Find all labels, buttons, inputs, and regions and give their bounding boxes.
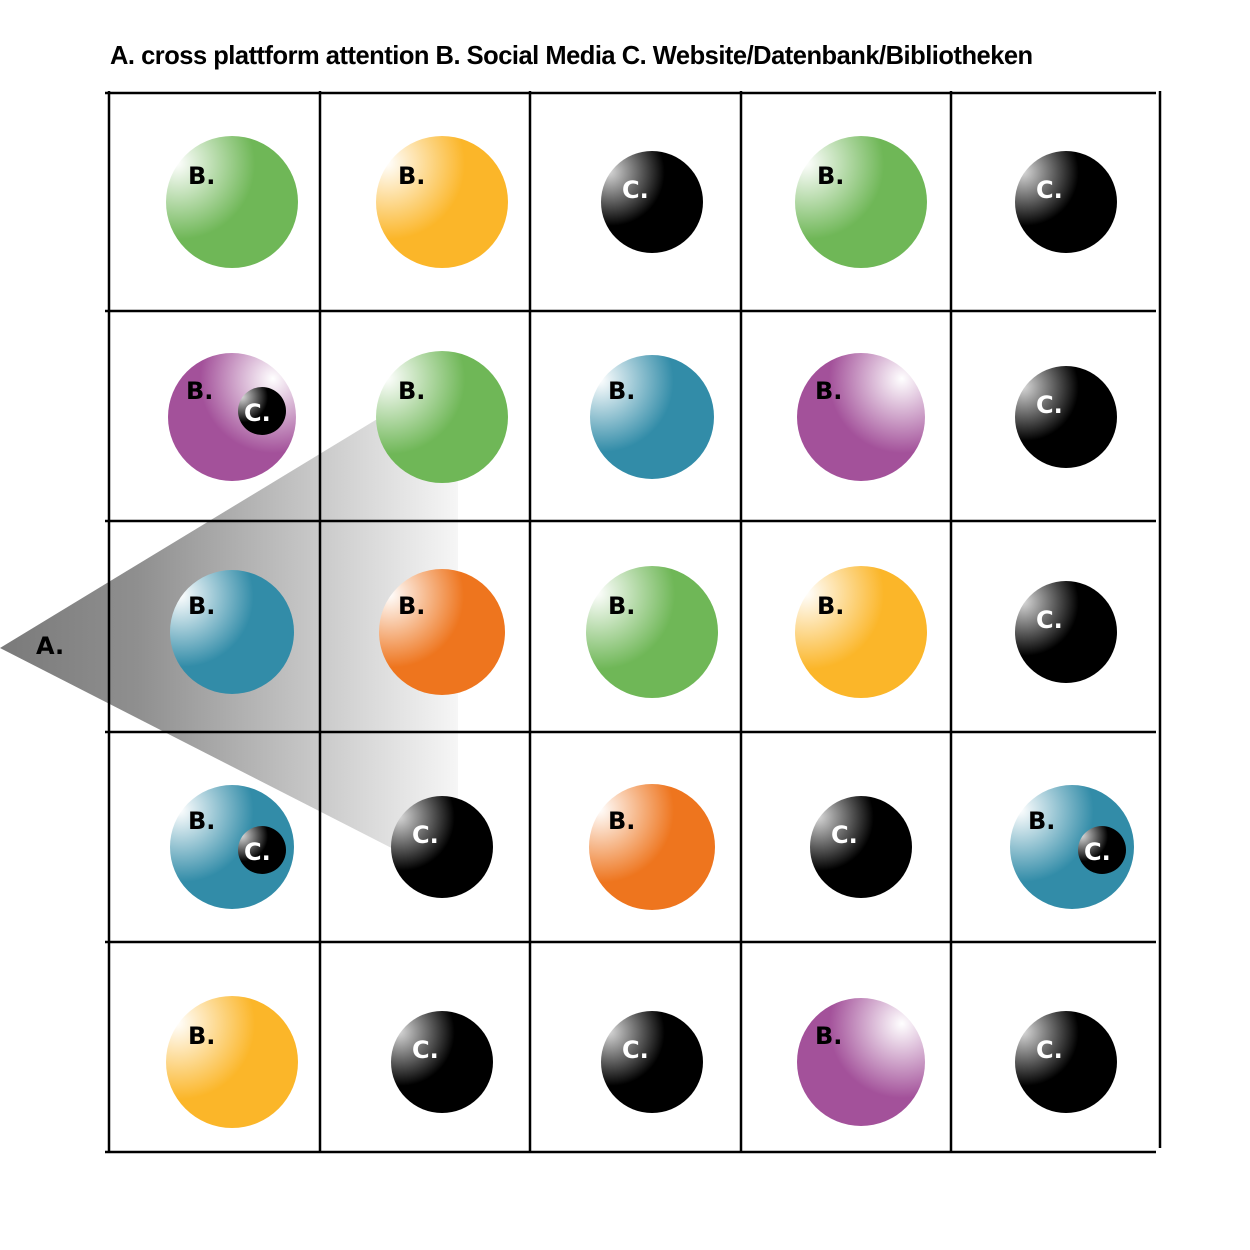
ball-c-black: C. <box>601 1011 703 1113</box>
ball-b-purple: B. C. <box>168 353 296 481</box>
ball-b-purple: B. <box>797 998 925 1126</box>
ball-circle <box>166 996 298 1128</box>
label-c: C. <box>1036 391 1063 419</box>
label-b: B. <box>817 162 844 190</box>
inner-ball-c: C. <box>238 387 286 435</box>
label-b: B. <box>188 807 215 835</box>
ball-circle <box>166 136 298 268</box>
ball-circle <box>810 796 912 898</box>
ball-circle <box>391 1011 493 1113</box>
diagram-title: A. cross plattform attention B. Social M… <box>110 40 1033 70</box>
label-b: B. <box>608 377 635 405</box>
label-c: C. <box>1036 1036 1063 1064</box>
label-b: B. <box>1028 807 1055 835</box>
label-c: C. <box>831 821 858 849</box>
label-b: B. <box>608 592 635 620</box>
label-c: C. <box>1036 606 1063 634</box>
grid-lines <box>105 91 1162 1154</box>
ball-b-green: B. <box>795 136 927 268</box>
label-b: B. <box>817 592 844 620</box>
label-c: C. <box>1084 838 1111 866</box>
ball-circle <box>797 998 925 1126</box>
ball-circle <box>797 353 925 481</box>
ball-b-blue: B. C. <box>170 785 294 909</box>
ball-circle <box>376 351 508 483</box>
ball-circle <box>1015 366 1117 468</box>
label-b: B. <box>188 592 215 620</box>
label-c: C. <box>1036 176 1063 204</box>
ball-b-orange: B. <box>379 569 505 695</box>
ball-b-purple: B. <box>797 353 925 481</box>
label-c: C. <box>622 1036 649 1064</box>
label-b: B. <box>815 1022 842 1050</box>
ball-b-yellow: B. <box>166 996 298 1128</box>
label-b: B. <box>398 377 425 405</box>
ball-c-black: C. <box>391 1011 493 1113</box>
label-c: C. <box>244 399 271 427</box>
ball-circle <box>379 569 505 695</box>
ball-circle <box>1015 581 1117 683</box>
label-b: B. <box>815 377 842 405</box>
label-b: B. <box>188 162 215 190</box>
label-b: B. <box>398 592 425 620</box>
ball-b-yellow: B. <box>376 136 508 268</box>
ball-c-black: C. <box>391 796 493 898</box>
ball-circle <box>1010 785 1134 909</box>
ball-circle <box>586 566 718 698</box>
balls: B.B.C.B.C.B.C.B.B.B.C.B.B.B.B.C.B.C.C.B.… <box>166 136 1134 1128</box>
ball-circle <box>601 1011 703 1113</box>
ball-circle <box>601 151 703 253</box>
inner-ball-c: C. <box>238 826 286 874</box>
ball-circle <box>170 785 294 909</box>
ball-b-green: B. <box>376 351 508 483</box>
ball-circle <box>1015 151 1117 253</box>
ball-b-orange: B. <box>589 784 715 910</box>
label-c: C. <box>622 176 649 204</box>
ball-circle <box>589 784 715 910</box>
label-c: C. <box>412 821 439 849</box>
ball-c-black: C. <box>1015 151 1117 253</box>
ball-b-green: B. <box>166 136 298 268</box>
label-c: C. <box>244 838 271 866</box>
ball-circle <box>376 136 508 268</box>
ball-circle <box>795 566 927 698</box>
ball-b-blue: B. <box>590 355 714 479</box>
ball-c-black: C. <box>601 151 703 253</box>
ball-circle <box>170 570 294 694</box>
label-c: C. <box>412 1036 439 1064</box>
ball-c-black: C. <box>1015 581 1117 683</box>
label-b: B. <box>186 377 213 405</box>
ball-circle <box>391 796 493 898</box>
ball-circle <box>590 355 714 479</box>
ball-c-black: C. <box>1015 366 1117 468</box>
label-b: B. <box>398 162 425 190</box>
inner-ball-c: C. <box>1078 826 1126 874</box>
ball-circle <box>1015 1011 1117 1113</box>
ball-b-yellow: B. <box>795 566 927 698</box>
label-b: B. <box>188 1022 215 1050</box>
ball-c-black: C. <box>1015 1011 1117 1113</box>
ball-b-blue: B. C. <box>1010 785 1134 909</box>
pointer-label-a: A. <box>36 632 64 660</box>
ball-c-black: C. <box>810 796 912 898</box>
ball-circle <box>795 136 927 268</box>
ball-b-green: B. <box>586 566 718 698</box>
ball-circle <box>168 353 296 481</box>
label-b: B. <box>608 807 635 835</box>
ball-b-blue: B. <box>170 570 294 694</box>
